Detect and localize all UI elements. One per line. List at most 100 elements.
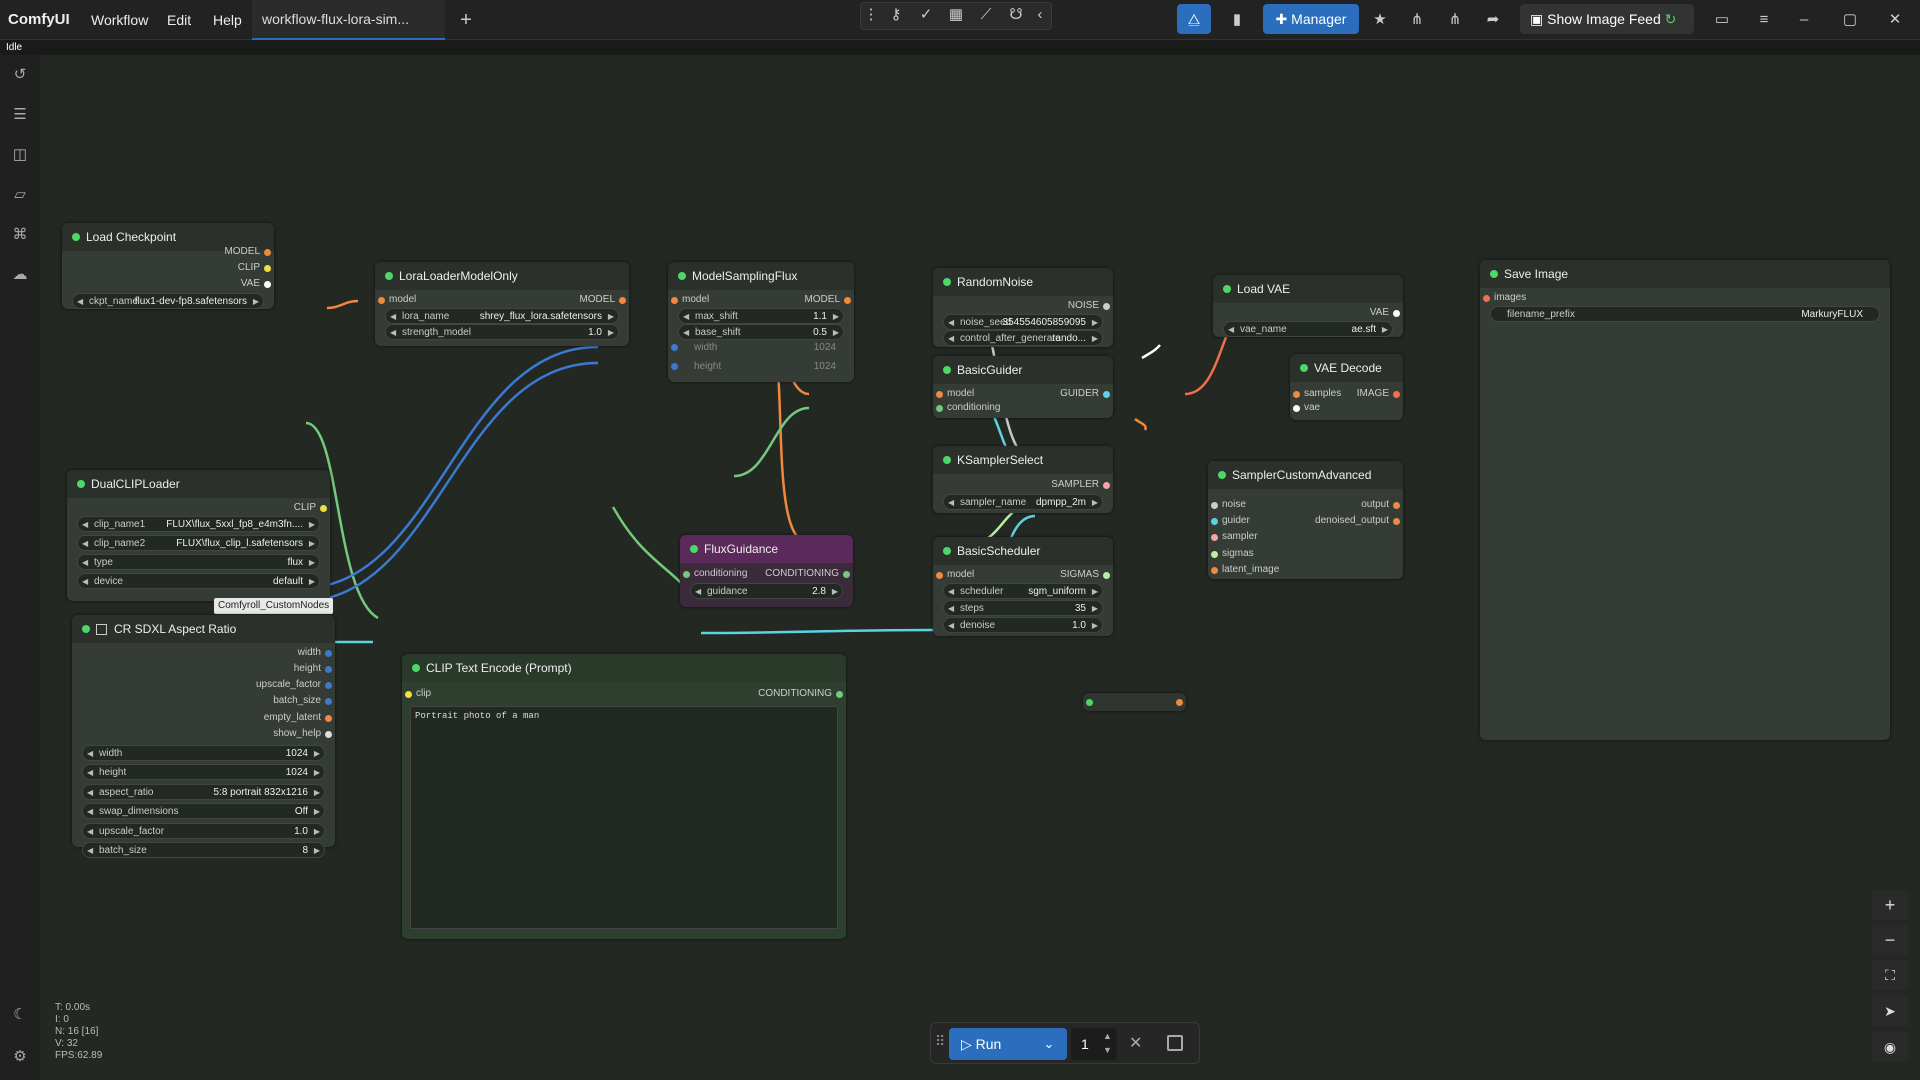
node-random-noise[interactable]: RandomNoise NOISE noise_seed354554605859…: [933, 268, 1113, 347]
output-slot-output[interactable]: output: [1361, 499, 1389, 510]
noise-in-dot[interactable]: [1211, 502, 1218, 509]
model-out-dot[interactable]: [844, 297, 851, 304]
input-slot-conditioning[interactable]: conditioning: [694, 568, 748, 579]
output-slot-empty-latent[interactable]: empty_latent: [263, 712, 321, 723]
hamburger-icon[interactable]: ≡: [1759, 11, 1769, 28]
menu-edit[interactable]: Edit: [167, 12, 192, 28]
prompt-textarea[interactable]: Portrait photo of a man: [410, 706, 838, 929]
share-icon[interactable]: ➦: [1486, 11, 1500, 28]
node-vae-decode[interactable]: VAE Decode samples vae IMAGE: [1290, 354, 1403, 420]
input-slot-samples[interactable]: samples: [1304, 388, 1342, 399]
input-slot-latent-image[interactable]: latent_image: [1222, 564, 1280, 575]
images-in-dot[interactable]: [1483, 295, 1490, 302]
zoom-in-icon[interactable]: +: [1872, 890, 1908, 920]
input-slot-vae[interactable]: vae: [1304, 402, 1321, 413]
show-image-feed-button[interactable]: ▣ Show Image Feed ↻: [1520, 4, 1694, 34]
model-out-dot[interactable]: [619, 297, 626, 304]
output-slot-sampler[interactable]: SAMPLER: [1051, 479, 1099, 490]
drag-handle-icon[interactable]: ⠿: [935, 1033, 946, 1049]
run-button[interactable]: ▷ Run: [949, 1028, 1031, 1060]
run-dropdown-chevron-icon[interactable]: ⌄: [1031, 1028, 1067, 1060]
input-slot-model[interactable]: model: [947, 569, 975, 580]
node-library-icon[interactable]: ⌘: [12, 226, 28, 243]
input-slot-model[interactable]: model: [682, 294, 710, 305]
fork-icon[interactable]: ⋔: [1410, 11, 1424, 28]
latent-in-dot[interactable]: [1211, 567, 1218, 574]
input-slot-model[interactable]: model: [947, 388, 975, 399]
workflow-icon[interactable]: ⧋: [1177, 4, 1211, 34]
bookmark-icon[interactable]: ▮: [1232, 11, 1242, 28]
output-slot-vae[interactable]: VAE: [240, 278, 260, 289]
node-model-sampling-flux[interactable]: ModelSamplingFlux model MODEL max_shift1…: [668, 262, 854, 382]
node-dual-clip-loader[interactable]: DualCLIPLoader CLIP clip_name1FLUX\flux_…: [67, 470, 330, 601]
model-in-dot[interactable]: [378, 297, 385, 304]
conditioning-out-dot[interactable]: [843, 571, 850, 578]
output-out-dot[interactable]: [1393, 502, 1400, 509]
input-slot-conditioning[interactable]: conditioning: [947, 402, 1001, 413]
stop-icon[interactable]: [1167, 1035, 1183, 1051]
input-slot-clip[interactable]: clip: [416, 688, 432, 699]
maximize-icon[interactable]: ▢: [1842, 11, 1858, 28]
output-slot-image[interactable]: IMAGE: [1356, 388, 1389, 399]
node-sampler-custom-advanced[interactable]: SamplerCustomAdvanced noise guider sampl…: [1208, 461, 1403, 579]
output-slot-show-help[interactable]: show_help: [273, 728, 321, 739]
sampler-in-dot[interactable]: [1211, 534, 1218, 541]
checkbox-icon[interactable]: [96, 624, 107, 635]
input-slot-sampler[interactable]: sampler: [1222, 531, 1258, 542]
minimize-icon[interactable]: –: [1799, 11, 1809, 28]
new-tab-icon[interactable]: +: [460, 9, 472, 31]
panel-icon[interactable]: ▭: [1714, 11, 1730, 28]
output-slot-model[interactable]: MODEL: [804, 294, 840, 305]
conditioning-out-dot[interactable]: [836, 691, 843, 698]
eye-icon[interactable]: ◉: [1872, 1032, 1908, 1062]
conditioning-in-dot[interactable]: [936, 405, 943, 412]
batch-count-input[interactable]: 1: [1071, 1028, 1117, 1060]
manager-button[interactable]: ✚ Manager: [1263, 4, 1359, 34]
conditioning-in-dot[interactable]: [683, 571, 690, 578]
node-ksampler-select[interactable]: KSamplerSelect SAMPLER sampler_namedpmpp…: [933, 446, 1113, 513]
reroute-in-dot[interactable]: [1086, 699, 1093, 706]
tab-workflow[interactable]: workflow-flux-lora-sim...: [252, 0, 445, 40]
model-in-dot[interactable]: [936, 391, 943, 398]
node-basic-scheduler[interactable]: BasicScheduler model SIGMAS schedulersgm…: [933, 537, 1113, 636]
input-slot-noise[interactable]: noise: [1222, 499, 1246, 510]
batch-out-dot[interactable]: [325, 698, 332, 705]
count-stepper-icon[interactable]: ▲▼: [1103, 1031, 1112, 1055]
input-slot-height[interactable]: height: [694, 361, 722, 372]
clip-out-dot[interactable]: [320, 505, 327, 512]
output-slot-noise[interactable]: NOISE: [1067, 300, 1099, 311]
input-slot-width[interactable]: width: [694, 342, 718, 353]
samples-in-dot[interactable]: [1293, 391, 1300, 398]
node-lora-loader[interactable]: LoraLoaderModelOnly model MODEL lora_nam…: [375, 262, 629, 346]
output-slot-height[interactable]: height: [293, 663, 321, 674]
height-in-dot[interactable]: [671, 363, 678, 370]
input-slot-guider[interactable]: guider: [1222, 515, 1250, 526]
navigate-icon[interactable]: ➤: [1872, 996, 1908, 1026]
star-icon[interactable]: ★: [1373, 11, 1387, 28]
chevron-left-icon[interactable]: ‹: [1037, 6, 1043, 23]
output-slot-conditioning[interactable]: CONDITIONING: [758, 688, 832, 699]
clip-out-dot[interactable]: [264, 265, 271, 272]
layout-icon[interactable]: ▦: [948, 6, 964, 23]
more-icon[interactable]: ⋮: [863, 6, 879, 23]
vae-out-dot[interactable]: [264, 281, 271, 288]
output-slot-width[interactable]: width: [297, 647, 321, 658]
output-slot-guider[interactable]: GUIDER: [1060, 388, 1099, 399]
